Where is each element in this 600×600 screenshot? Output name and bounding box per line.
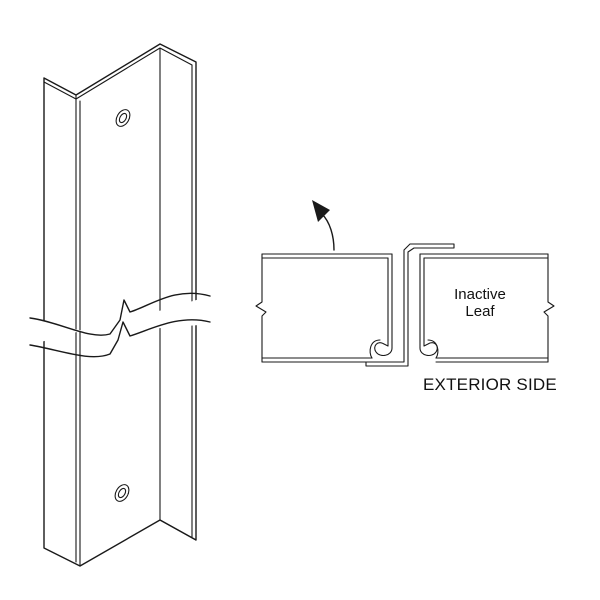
astragal-isometric-view — [29, 43, 212, 567]
inactive-leaf-label: Inactive Leaf — [430, 286, 530, 321]
mounting-hole-bottom — [114, 484, 130, 502]
inactive-leaf-label-line2: Leaf — [465, 303, 495, 321]
inactive-leaf-label-line1: Inactive — [454, 286, 506, 303]
section-view — [255, 200, 555, 367]
break-line-upper — [29, 292, 211, 336]
exterior-side-label: EXTERIOR SIDE — [423, 375, 557, 394]
mounting-hole-top — [115, 109, 131, 127]
curved-arrow-up-icon — [312, 200, 335, 251]
active-leaf — [255, 253, 393, 363]
break-line-lower — [29, 319, 211, 358]
inactive-leaf — [419, 253, 555, 363]
astragal-section — [365, 243, 455, 367]
